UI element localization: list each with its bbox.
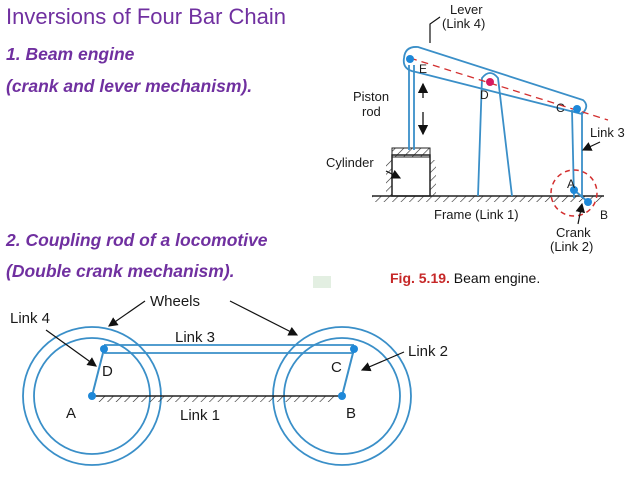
- beam-engine-heading: 1. Beam engine: [6, 44, 135, 64]
- point-a-label: A: [567, 177, 575, 191]
- joint-c: [350, 345, 358, 353]
- beam-support-column: [477, 72, 513, 197]
- beam-engine-subheading: (crank and lever mechanism).: [6, 76, 253, 96]
- crank-link-label: (Link 2): [550, 239, 593, 254]
- link1-hatching: [98, 396, 336, 402]
- point-b-label: B: [346, 405, 356, 422]
- point-d-label: D: [102, 363, 113, 380]
- caption-fig-number: Fig. 5.19.: [390, 270, 450, 286]
- point-d-label: D: [480, 88, 489, 102]
- wheels-label: Wheels: [150, 293, 200, 310]
- joint-a: [570, 186, 578, 194]
- frame-label: Frame (Link 1): [434, 207, 519, 222]
- figure-caption: Fig. 5.19. Beam engine.: [390, 270, 540, 286]
- wheels-leader-left: [108, 300, 146, 327]
- joint-b: [338, 392, 346, 400]
- link3-leader: [581, 141, 601, 151]
- crank-bc: [341, 348, 355, 397]
- link3-left-edge: [571, 109, 575, 199]
- link3-label: Link 3: [590, 125, 625, 140]
- link3-label: Link 3: [175, 329, 215, 346]
- cylinder-label: Cylinder: [326, 155, 374, 170]
- lever-leader: [429, 16, 441, 43]
- decorative-mark: [313, 276, 331, 288]
- crank-label: Crank: [556, 225, 591, 240]
- link4-leader: [45, 329, 97, 367]
- joint-e: [406, 55, 414, 63]
- cylinder-body: [391, 154, 431, 197]
- slide-title: Inversions of Four Bar Chain: [6, 4, 287, 29]
- joint-b: [584, 198, 592, 206]
- rod-label: rod: [362, 104, 381, 119]
- point-b-label: B: [600, 208, 608, 222]
- point-c-label: C: [556, 101, 565, 115]
- caption-text: Beam engine.: [450, 270, 540, 286]
- cylinder-head: [391, 147, 431, 158]
- point-e-label: E: [419, 62, 427, 76]
- joint-a: [88, 392, 96, 400]
- piston-label: Piston: [353, 89, 389, 104]
- point-c-label: C: [331, 359, 342, 376]
- cylinder-right-wall: [430, 160, 436, 196]
- crank-ad: [91, 348, 105, 397]
- joint-d: [100, 345, 108, 353]
- pivot-d: [486, 78, 494, 86]
- crank-path-circle: [550, 169, 598, 217]
- link1-label: Link 1: [180, 407, 220, 424]
- cylinder-left-wall: [386, 160, 392, 196]
- link2-label: Link 2: [408, 343, 448, 360]
- frame-hatching: [372, 196, 604, 202]
- joint-c: [573, 105, 581, 113]
- wheels-leader-right: [229, 300, 299, 336]
- lever-link-label: (Link 4): [442, 16, 485, 31]
- locomotive-subheading: (Double crank mechanism).: [6, 261, 235, 281]
- crank-leader: [575, 202, 586, 225]
- locomotive-heading: 2. Coupling rod of a locomotive: [6, 230, 268, 250]
- lever-label: Lever: [450, 2, 483, 17]
- beam-engine-diagram: Lever (Link 4) Piston rod Cylinder Frame…: [326, 2, 625, 286]
- cylinder-leader: [385, 169, 402, 179]
- locomotive-diagram: Wheels Link 4 Link 3 Link 2 Link 1 D C A…: [10, 293, 448, 466]
- point-a-label: A: [66, 405, 76, 422]
- lever-link4: [402, 46, 588, 115]
- link2-leader: [360, 351, 405, 372]
- link4-label: Link 4: [10, 310, 50, 327]
